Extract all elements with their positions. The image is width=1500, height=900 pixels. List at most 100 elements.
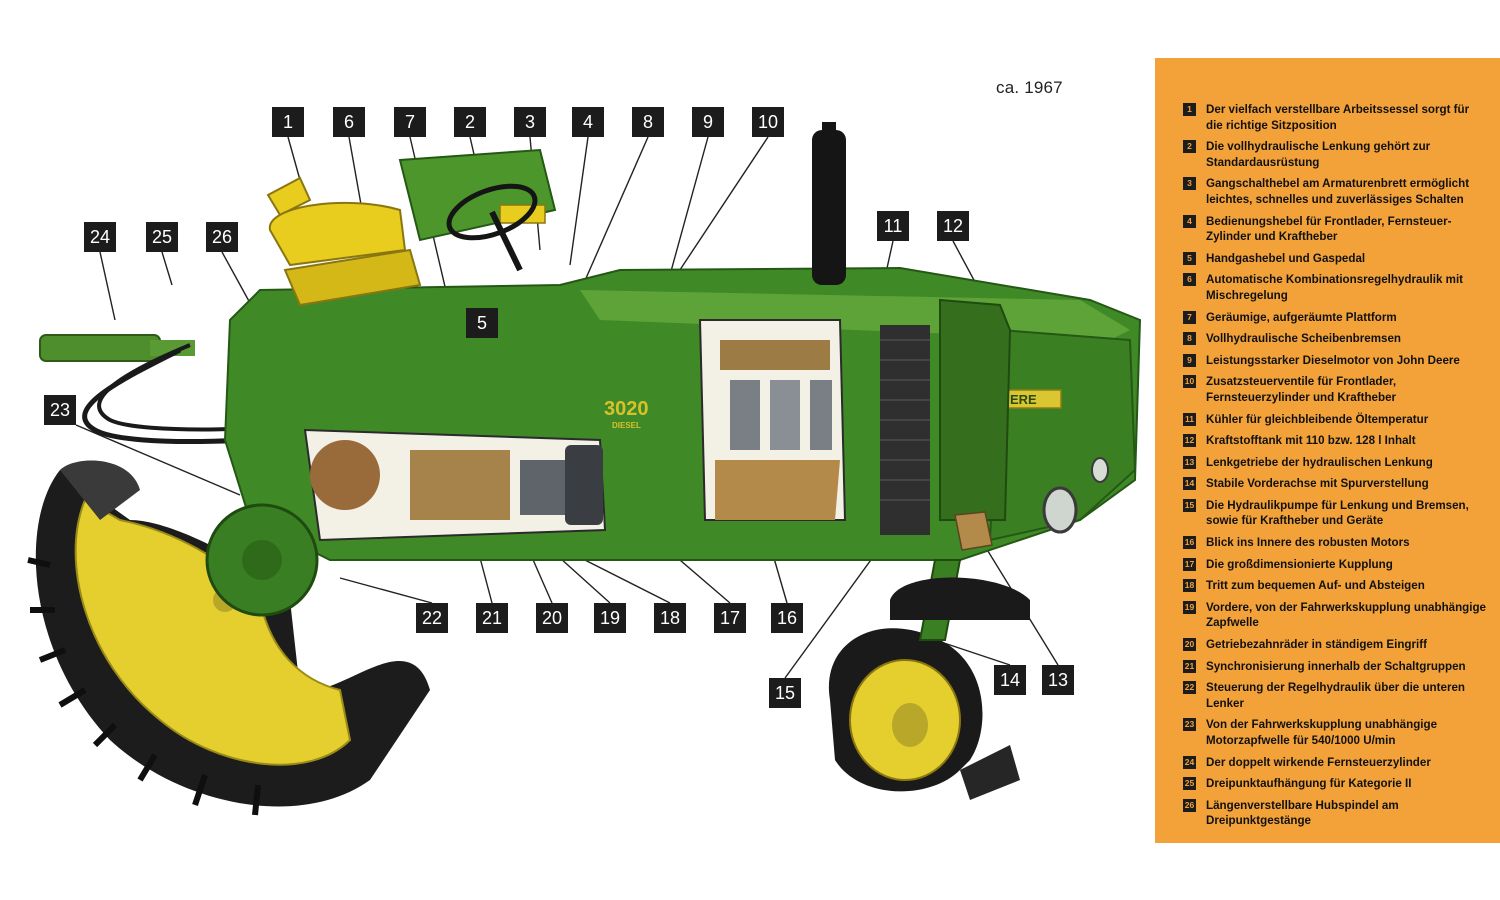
legend-text: Längenverstellbare Hubspindel am Dreipun… — [1206, 798, 1399, 828]
legend-number: 21 — [1183, 659, 1196, 673]
legend-text: Die großdimensionierte Kupplung — [1206, 557, 1393, 571]
transmission-cutaway — [303, 428, 607, 542]
legend-item: 11 Kühler für gleichbleibende Öltemperatu… — [1183, 412, 1486, 428]
legend-number: 15 — [1183, 498, 1196, 512]
year-note: ca. 1967 — [996, 78, 1063, 97]
callout-marker: 9 — [692, 107, 724, 137]
legend-item: 15 Die Hydraulikpumpe für Lenkung und Bre… — [1183, 498, 1486, 529]
model-badge: 3020 — [604, 398, 649, 420]
legend-text: Steuerung der Regelhydraulik über die un… — [1206, 681, 1465, 710]
legend-list: 1 Der vielfach verstellbare Arbeitssessel… — [1155, 58, 1500, 829]
model-sub-badge: DIESEL — [612, 421, 641, 430]
legend-item: 12 Kraftstofftank mit 110 bzw. 128 l Inha… — [1183, 433, 1486, 449]
legend-number: 8 — [1183, 332, 1196, 346]
legend-text: Blick ins Innere des robusten Motors — [1206, 536, 1410, 550]
steering-gear — [954, 511, 993, 551]
legend-number: 16 — [1183, 536, 1196, 550]
grille-badge: ERE — [1010, 392, 1037, 407]
legend-number: 11 — [1183, 412, 1196, 426]
legend-number: 10 — [1183, 375, 1196, 389]
legend-item: 25 Dreipunktaufhängung für Kategorie II — [1183, 776, 1486, 792]
legend-number: 13 — [1183, 455, 1196, 469]
callout-marker: 22 — [416, 603, 448, 633]
callout-marker: 7 — [394, 107, 426, 137]
steering-wheel — [446, 183, 538, 272]
callout-marker: 6 — [333, 107, 365, 137]
legend-item: 6 Automatische Kombinationsregelhydraulik… — [1183, 272, 1486, 303]
callout-marker: 15 — [769, 678, 801, 708]
legend-number: 12 — [1183, 434, 1196, 448]
callout-marker: 13 — [1042, 665, 1074, 695]
legend-item: 9 Leistungsstarker Dieselmotor von John D… — [1183, 353, 1486, 369]
legend-number: 18 — [1183, 579, 1196, 593]
operator-seat — [266, 176, 422, 307]
legend-text: Die Hydraulikpumpe für Lenkung und Brems… — [1206, 498, 1469, 528]
legend-number: 9 — [1183, 353, 1196, 367]
callout-marker: 8 — [632, 107, 664, 137]
callout-marker: 17 — [714, 603, 746, 633]
legend-text: Dreipunktaufhängung für Kategorie II — [1206, 777, 1412, 791]
legend-text: Von der Fahrwerkskupplung unabhängige Mo… — [1206, 718, 1438, 747]
legend-number: 22 — [1183, 681, 1196, 695]
engine-cutaway — [698, 319, 847, 521]
legend-text: Der vielfach verstellbare Arbeitssessel … — [1206, 103, 1470, 132]
legend-text: Der doppelt wirkende Fernsteuerzylinder — [1206, 755, 1431, 769]
callout-marker: 19 — [594, 603, 626, 633]
legend-number: 14 — [1183, 477, 1196, 491]
legend-item: 1 Der vielfach verstellbare Arbeitssessel… — [1183, 102, 1486, 133]
legend-text: Handgashebel und Gaspedal — [1206, 251, 1366, 265]
legend-text: Synchronisierung innerhalb der Schaltgru… — [1206, 659, 1466, 673]
legend-item: 21 Synchronisierung innerhalb der Schaltg… — [1183, 659, 1486, 675]
legend-item: 16 Blick ins Innere des robusten Motors — [1183, 535, 1486, 551]
legend-number: 6 — [1183, 273, 1196, 287]
callout-marker: 26 — [206, 222, 238, 252]
legend-number: 4 — [1183, 214, 1196, 228]
legend-number: 2 — [1183, 140, 1196, 154]
legend-number: 1 — [1183, 103, 1196, 116]
tire-tread — [27, 557, 261, 816]
legend-number: 23 — [1183, 718, 1196, 732]
callout-marker: 25 — [146, 222, 178, 252]
legend-text: Geräumige, aufgeräumte Plattform — [1206, 310, 1397, 324]
legend-number: 3 — [1183, 177, 1196, 191]
legend-item: 18 Tritt zum bequemen Auf- und Absteigen — [1183, 578, 1486, 594]
legend-number: 19 — [1183, 600, 1196, 614]
legend-item: 10 Zusatzsteuerventile für Frontlader, Fe… — [1183, 374, 1486, 405]
callout-marker: 12 — [937, 211, 969, 241]
callout-marker: 1 — [272, 107, 304, 137]
legend-number: 20 — [1183, 638, 1196, 652]
legend-text: Automatische Kombinationsregelhydraulik … — [1206, 273, 1464, 302]
callout-marker: 23 — [44, 395, 76, 425]
tractor-body: ERE — [205, 122, 1142, 617]
callout-marker: 16 — [771, 603, 803, 633]
callout-marker: 14 — [994, 665, 1026, 695]
callout-marker: 2 — [454, 107, 486, 137]
legend-item: 23 Von der Fahrwerkskupplung unabhängige … — [1183, 717, 1486, 748]
legend-text: Tritt zum bequemen Auf- und Absteigen — [1206, 579, 1425, 593]
callout-marker: 11 — [877, 211, 909, 241]
callout-marker: 24 — [84, 222, 116, 252]
callout-marker: 5 — [466, 308, 498, 338]
callout-marker: 3 — [514, 107, 546, 137]
legend-item: 22 Steuerung der Regelhydraulik über die … — [1183, 680, 1486, 711]
legend-text: Kraftstofftank mit 110 bzw. 128 l Inhalt — [1206, 434, 1416, 448]
legend-number: 25 — [1183, 777, 1196, 791]
legend-text: Leistungsstarker Dieselmotor von John De… — [1206, 353, 1460, 367]
legend-item: 7 Geräumige, aufgeräumte Plattform — [1183, 310, 1486, 326]
legend-text: Zusatzsteuerventile für Frontlader, Fern… — [1206, 375, 1397, 404]
tractor-cutaway-illustration: ERE — [27, 122, 1142, 816]
legend-number: 7 — [1183, 310, 1196, 324]
legend-text: Kühler für gleichbleibende Öltemperatur — [1206, 412, 1429, 426]
